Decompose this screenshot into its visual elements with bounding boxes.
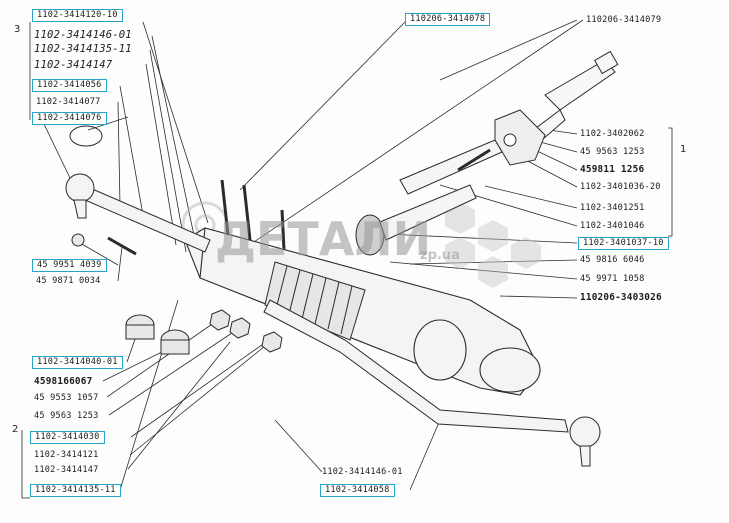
part-label[interactable]: 45 9563 1253: [580, 147, 645, 157]
part-label[interactable]: 459811 1256: [580, 164, 645, 175]
part-label[interactable]: 1102-3414121: [34, 450, 99, 460]
part-label[interactable]: 45 9871 0034: [36, 276, 101, 286]
part-label[interactable]: 1102-3414056: [32, 79, 107, 92]
part-label[interactable]: 1102-3414120-10: [32, 9, 123, 22]
right-tie-rod: [263, 299, 601, 467]
watermark-hexagons: [445, 202, 541, 288]
part-label[interactable]: 1102-3414135-11: [30, 484, 121, 497]
fasteners: [71, 148, 491, 355]
part-label[interactable]: 1102-3414146-01: [34, 29, 132, 41]
part-label[interactable]: 1102-3414147: [34, 59, 113, 71]
group-marker-2: 2: [12, 424, 19, 435]
part-label[interactable]: 1102-3414058: [320, 484, 395, 497]
part-label[interactable]: 45 9971 1058: [580, 274, 645, 284]
left-tie-rod: [65, 125, 211, 253]
group-marker-3: 3: [14, 24, 21, 35]
part-label[interactable]: 110206-3403026: [580, 292, 662, 303]
part-label[interactable]: 4598166067: [34, 376, 93, 387]
bracket-group-1: [668, 127, 673, 237]
part-label[interactable]: 45 9563 1253: [34, 411, 99, 421]
part-label[interactable]: 45 9553 1057: [34, 393, 99, 403]
rack-boot: [264, 261, 366, 341]
part-label[interactable]: 1102-3414040-01: [32, 356, 123, 369]
part-label[interactable]: 1102-3401037-10: [578, 237, 669, 250]
part-label[interactable]: 1102-3402062: [580, 129, 645, 139]
part-label[interactable]: 110206-3414079: [586, 15, 662, 25]
part-label[interactable]: 1102-3401251: [580, 203, 645, 213]
part-label[interactable]: 1102-3414030: [30, 431, 105, 444]
part-label[interactable]: 110206-3414078: [405, 13, 491, 26]
part-label[interactable]: 1102-3401046: [580, 221, 645, 231]
part-label[interactable]: 1102-3414146-01: [322, 467, 403, 477]
group-marker-1: 1: [680, 144, 687, 155]
universal-joint: [494, 109, 546, 166]
part-label[interactable]: 1102-3414135-11: [34, 43, 132, 55]
part-label[interactable]: 1102-3414147: [34, 465, 99, 475]
part-label[interactable]: 45 9951 4039: [32, 259, 107, 272]
bracket-group-2: [21, 430, 30, 499]
part-label[interactable]: 1102-3414077: [36, 97, 101, 107]
part-label[interactable]: 45 9816 6046: [580, 255, 645, 265]
watermark-text: ДЕТАЛИ: [215, 212, 432, 266]
intermediate-shaft: [355, 139, 503, 256]
watermark-suffix: zp.ua: [420, 248, 460, 263]
part-label[interactable]: 1102-3414076: [32, 112, 107, 125]
part-label[interactable]: 1102-3401036-20: [580, 182, 661, 192]
